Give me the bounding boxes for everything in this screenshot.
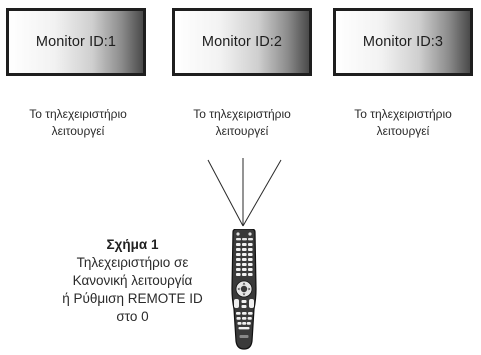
monitor-2: Monitor ID:2 [172,8,312,76]
status-2-line1: Το τηλεχειριστήριο [193,107,291,121]
monitor-1-label: Monitor ID:1 [35,34,117,50]
status-text-2: Το τηλεχειριστήριο λειτουργεί [162,106,322,140]
monitor-2-label: Monitor ID:2 [201,34,283,50]
status-text-1: Το τηλεχειριστήριο λειτουργεί [0,106,158,140]
caption-line-2: Κανονική λειτουργία [72,273,193,288]
monitor-3: Monitor ID:3 [333,8,473,76]
monitor-3-label: Monitor ID:3 [362,34,444,50]
caption-line-3: ή Ρύθμιση REMOTE ID [62,291,203,306]
status-3-line1: Το τηλεχειριστήριο [354,107,452,121]
signal-line-left [207,159,244,227]
figure-caption: Σχήμα 1 Τηλεχειριστήριο σε Κανονική λειτ… [50,236,215,326]
signal-line-right [242,159,282,227]
remote-control-icon [231,229,257,350]
status-3-line2: λειτουργεί [376,124,430,138]
status-1-line2: λειτουργεί [51,124,105,138]
status-1-line1: Το τηλεχειριστήριο [29,107,127,121]
figure-title: Σχήμα 1 [106,237,159,252]
caption-line-1: Τηλεχειριστήριο σε [76,255,189,270]
status-text-3: Το τηλεχειριστήριο λειτουργεί [323,106,481,140]
caption-line-4: στο 0 [116,309,149,324]
status-2-line2: λειτουργεί [215,124,269,138]
monitor-1: Monitor ID:1 [6,8,146,76]
